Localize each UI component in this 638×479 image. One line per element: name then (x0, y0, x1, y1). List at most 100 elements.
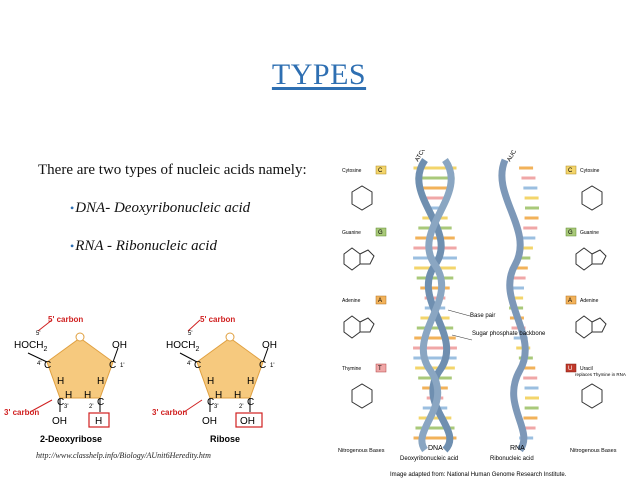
base-ring-icon (343, 247, 361, 271)
prime-label: 5' (36, 331, 40, 337)
boxed-group: H (95, 416, 102, 427)
base-letter: G (568, 230, 573, 236)
base-letter: A (378, 298, 382, 304)
base-pair-label: Base pair (470, 313, 495, 319)
base-ring-icon (591, 249, 607, 265)
oh-group: OH (262, 340, 277, 351)
bullet-text: DNA- Deoxyribonucleic acid (75, 200, 251, 216)
carbon5-label: 5' carbon (48, 315, 83, 324)
base-color-key (565, 227, 577, 237)
base-letter: C (378, 168, 383, 174)
rna-backbone-strand (498, 158, 529, 453)
bond (179, 352, 198, 363)
base-ring-icon (575, 315, 593, 339)
bullet-text: RNA - Ribonucleic acid (75, 238, 217, 254)
base-cytosine-right: C Cytosine (565, 165, 603, 211)
sugar-ring (196, 337, 264, 399)
carbon-atom: C (57, 397, 64, 408)
base-cytosine-left: Cytosine C (342, 165, 387, 211)
base-ring-icon (343, 315, 361, 339)
base-ring-icon (591, 317, 607, 333)
carbon3-label: 3' carbon (152, 408, 187, 417)
ring-oxygen (225, 332, 235, 342)
base-name: Cytosine (342, 168, 362, 174)
pointer-line (447, 309, 471, 317)
prime-label: 3' (214, 404, 218, 410)
carbon-atom: C (97, 397, 104, 408)
intro-text: There are two types of nucleic acids nam… (38, 162, 307, 178)
pointer-line (29, 399, 53, 413)
bond (262, 347, 269, 363)
carbon3-label: 3' carbon (4, 408, 39, 417)
carbon-atom: C (247, 397, 254, 408)
bullet-marker: • (70, 201, 75, 215)
hydrogen: H (57, 376, 64, 387)
image-credit: Image adapted from: National Human Genom… (390, 472, 567, 478)
sugar-structures-figure: 5' carbon 5' HOCH2 OH 4' C C 1' H H H H … (4, 315, 277, 444)
hydrogen: H (207, 376, 214, 387)
base-color-key (565, 363, 577, 373)
base-adenine-right: A Adenine (565, 295, 607, 339)
carbon-atom: C (207, 397, 214, 408)
highlight-box (235, 412, 263, 428)
highlight-box (88, 412, 110, 428)
base-ring-icon (575, 247, 593, 271)
prime-label: 1' (120, 363, 124, 369)
carbon-atom: C (44, 360, 51, 371)
base-name: Guanine (580, 230, 599, 236)
base-letter: C (568, 168, 573, 174)
base-ring-icon (351, 383, 373, 409)
sugar-name: 2-Deoxyribose (40, 434, 102, 444)
base-ring-icon (581, 383, 603, 409)
pointer-line (37, 319, 53, 332)
hydrogen: H (215, 390, 222, 401)
base-ring-icon (351, 185, 373, 211)
replaces-label: replaces Thymine in RNA (575, 372, 626, 377)
base-letter: G (378, 230, 383, 236)
base-name: Uracil (580, 366, 593, 372)
bond (112, 347, 119, 363)
dna-rna-helix-figure: ATCG's AUCG's Base pair Sugar phosphate … (338, 150, 626, 478)
backbone-label: Sugar phosphate backbone (472, 331, 546, 337)
base-guanine-right: G Guanine (565, 227, 607, 271)
carbon-atom: C (194, 360, 201, 371)
base-guanine-left: Guanine G (342, 227, 387, 271)
pointer-line (451, 334, 473, 341)
base-letter: A (568, 298, 572, 304)
base-ring-icon (581, 185, 603, 211)
oh-group: OH (112, 340, 127, 351)
bullet-rna: •RNA - Ribonucleic acid (70, 238, 217, 255)
hydrogen: H (84, 390, 91, 401)
rna-full-name: Ribonucleic acid (490, 456, 534, 462)
rna-label: RNA (510, 445, 525, 452)
oh-group: OH (52, 416, 67, 427)
prime-label: 5' (188, 331, 192, 337)
slide-title: TYPES (271, 58, 367, 91)
nitrogenous-bases-left: Nitrogenous Bases (338, 448, 385, 454)
prime-label: 3' (64, 404, 68, 410)
base-name: Thymine (342, 366, 361, 372)
prime-label: 4' (187, 361, 191, 367)
sugar-name: Ribose (210, 434, 240, 444)
boxed-group: OH (240, 416, 255, 427)
carbon5-label: 5' carbon (200, 315, 235, 324)
base-thymine-left: Thymine T (342, 363, 387, 409)
base-name: Adenine (580, 298, 599, 304)
base-letter: T (378, 366, 382, 372)
carbon-atom: C (109, 360, 116, 371)
source-url: http://www.classhelp.info/Biology/AUnit6… (36, 451, 211, 460)
base-uracil-right: U Uracil (565, 363, 603, 409)
dna-backbone-strand (418, 157, 455, 453)
base-color-key (375, 295, 387, 305)
base-color-key (375, 227, 387, 237)
prime-label: 1' (270, 363, 274, 369)
ch2-group: HOCH2 (166, 340, 199, 353)
ch2-group: HOCH2 (14, 340, 47, 353)
base-ring-icon (359, 317, 375, 333)
ribose-structure: 5' carbon 5' HOCH2 OH 4' C C 1' H H H H … (152, 315, 277, 444)
deoxyribose-structure: 5' carbon 5' HOCH2 OH 4' C C 1' H H H H … (4, 315, 127, 444)
base-color-key (375, 363, 387, 373)
prime-label: 2' (239, 404, 243, 410)
base-color-key (565, 295, 577, 305)
